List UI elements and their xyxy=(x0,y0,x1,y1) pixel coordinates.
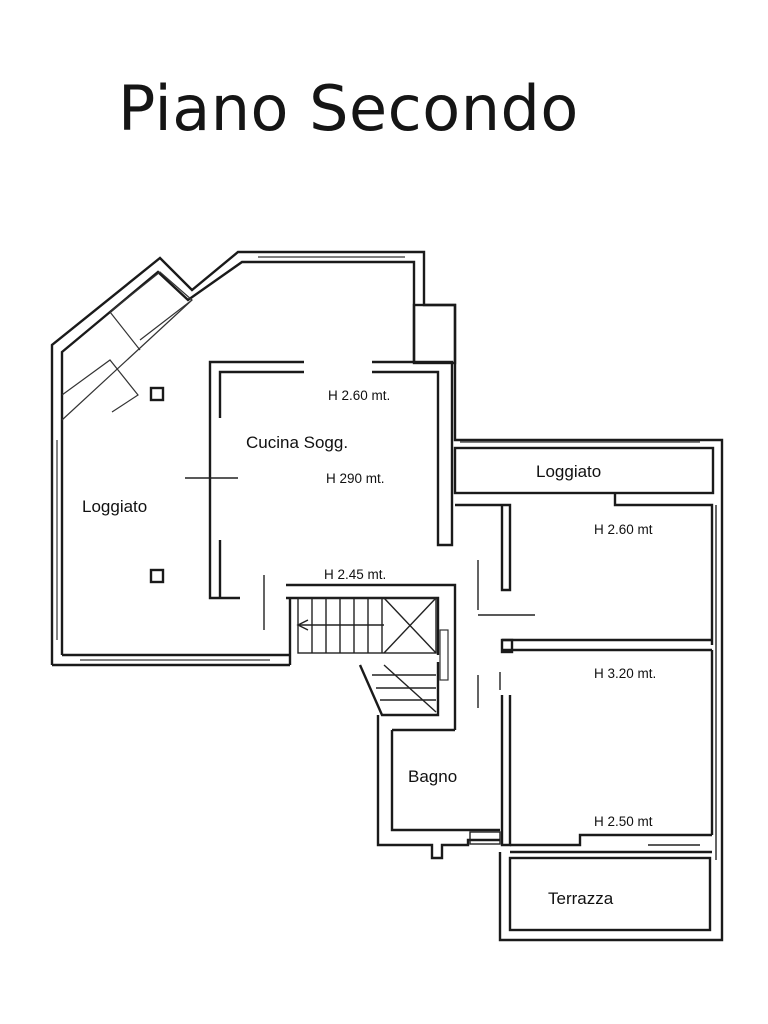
kitchen-walls xyxy=(149,360,454,600)
height-label-cucina-top: H 2.60 mt. xyxy=(328,388,390,403)
height-label-stair: H 2.45 mt. xyxy=(324,567,386,582)
room-label-cucina: Cucina Sogg. xyxy=(246,433,348,452)
bathroom-walls xyxy=(376,715,501,860)
staircase xyxy=(263,575,457,717)
page-title: Piano Secondo xyxy=(118,72,579,145)
height-label-room1: H 2.60 mt xyxy=(594,522,653,537)
room-label-loggiato-left: Loggiato xyxy=(82,497,147,516)
room-label-terrazza: Terrazza xyxy=(548,889,614,908)
height-label-room2-bottom: H 2.50 mt xyxy=(594,814,653,829)
height-label-room2: H 3.20 mt. xyxy=(594,666,656,681)
terrace-walls xyxy=(498,833,724,942)
right-wing-walls xyxy=(453,441,717,860)
height-label-cucina-mid: H 290 mt. xyxy=(326,471,385,486)
room-label-loggiato-right: Loggiato xyxy=(536,462,601,481)
outer-walls xyxy=(50,250,724,862)
room-label-bagno: Bagno xyxy=(408,767,457,786)
